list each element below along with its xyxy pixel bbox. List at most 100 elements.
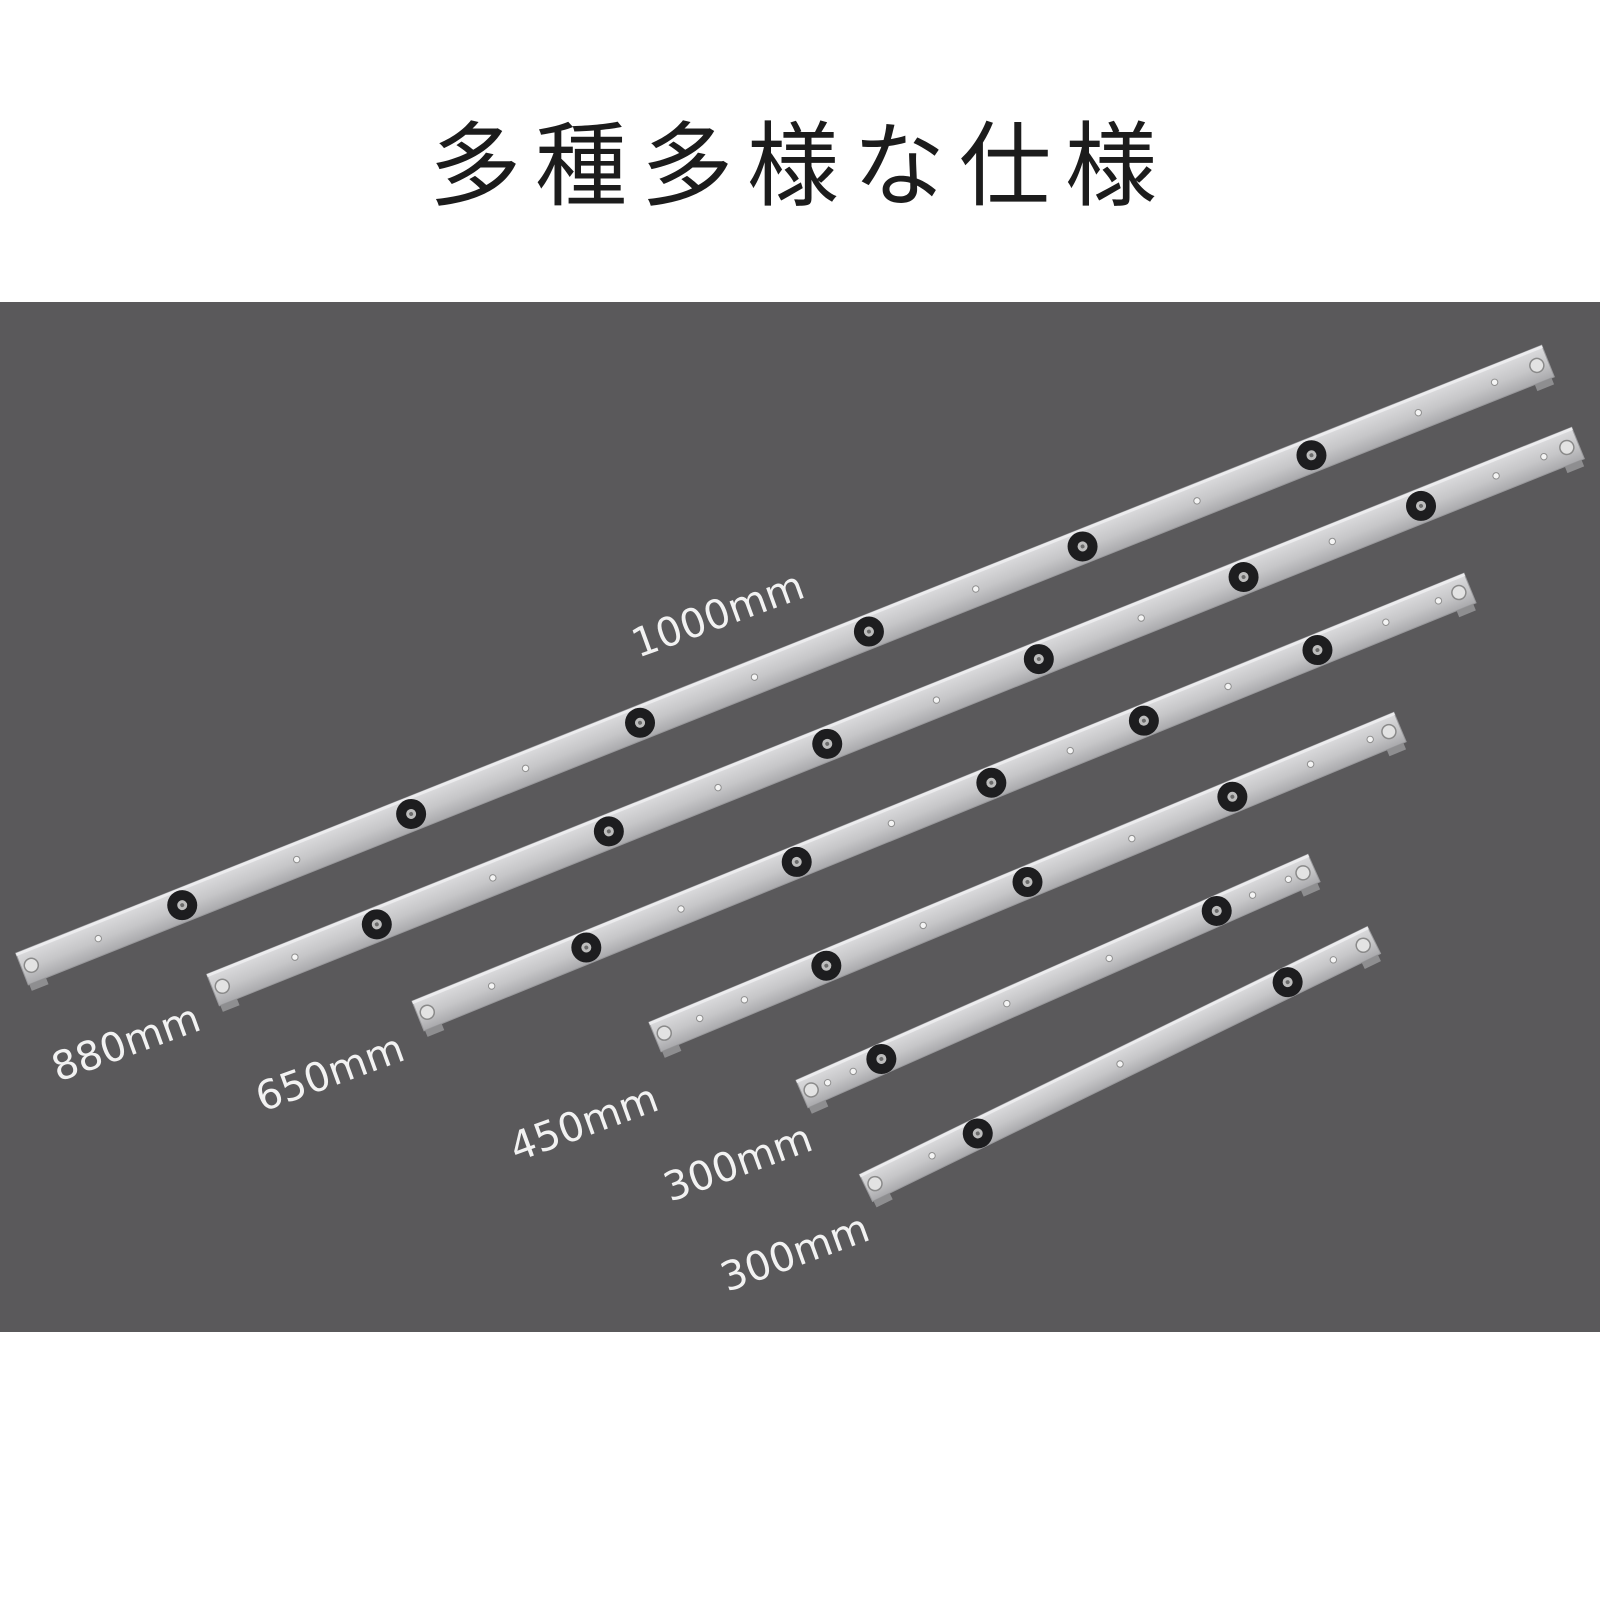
roller-knob	[962, 1118, 993, 1149]
end-foot	[29, 977, 49, 991]
bar-hole	[489, 874, 497, 882]
bar-hole	[1137, 614, 1145, 622]
bar-hole	[1329, 956, 1338, 964]
miter-bar	[411, 572, 1477, 1037]
miter-bar	[15, 344, 1555, 991]
roller-knob	[571, 932, 602, 963]
bar-hole	[928, 1152, 936, 1160]
roller-knob	[1012, 866, 1043, 897]
bar-hole	[1434, 597, 1443, 605]
roller-knob	[1067, 531, 1098, 562]
end-screw	[1529, 357, 1545, 374]
roller-knob	[812, 728, 843, 759]
roller-knob	[1272, 967, 1303, 998]
end-screw	[1355, 937, 1371, 954]
end-foot	[1300, 882, 1321, 897]
bar-hole	[1128, 834, 1136, 843]
end-screw	[867, 1175, 883, 1192]
bar-hole	[1066, 746, 1074, 755]
bar-length-label: 650mm	[250, 1025, 411, 1121]
bar-hole	[823, 1079, 832, 1087]
roller-knob	[1201, 895, 1232, 926]
bar-hole	[1116, 1060, 1124, 1068]
bar-hole	[292, 855, 301, 864]
bar-length-label: 880mm	[46, 995, 207, 1091]
bar-hole	[1328, 537, 1337, 546]
end-screw	[803, 1082, 819, 1098]
bar-hole	[1193, 497, 1201, 505]
bar-hole	[740, 996, 749, 1004]
bar-hole	[1540, 452, 1548, 461]
miter-bar	[795, 853, 1321, 1114]
bar-hole	[1490, 378, 1499, 386]
miter-bar	[648, 711, 1407, 1058]
end-screw	[1381, 723, 1397, 740]
roller-knob	[781, 846, 812, 877]
end-foot	[424, 1023, 445, 1037]
page-title: 多種多様な仕様	[428, 113, 1171, 220]
end-screw	[23, 957, 40, 974]
bar-hole	[291, 953, 299, 961]
roller-knob	[1228, 562, 1259, 593]
end-screw	[1451, 584, 1467, 601]
bar-hole	[1492, 472, 1500, 480]
bar-hole	[919, 921, 927, 930]
bar-hole	[1248, 891, 1257, 899]
roller-knob	[1128, 705, 1159, 736]
roller-knob	[1302, 635, 1333, 666]
end-foot	[220, 998, 240, 1012]
roller-knob	[976, 767, 1007, 798]
bar-body	[411, 572, 1477, 1032]
bar-length-label: 300mm	[658, 1115, 819, 1211]
roller-knob	[1023, 644, 1054, 675]
end-foot	[873, 1193, 893, 1208]
bar-hole	[1366, 735, 1374, 744]
end-foot	[1456, 603, 1476, 618]
roller-knob	[853, 616, 884, 647]
bar-hole	[695, 1014, 704, 1023]
bar-hole	[1105, 954, 1113, 963]
bar-length-label: 450mm	[504, 1075, 665, 1171]
bar-hole	[1382, 618, 1390, 626]
end-foot	[1534, 377, 1555, 392]
bar-hole	[887, 819, 896, 828]
roller-knob	[1217, 781, 1248, 812]
roller-knob	[593, 816, 624, 847]
bar-hole	[932, 696, 941, 704]
bar-body	[206, 426, 1585, 1007]
bar-highlight	[15, 345, 1543, 956]
end-screw	[419, 1004, 436, 1020]
bar-hole	[1414, 408, 1422, 417]
bar-body	[15, 344, 1555, 986]
bar-highlight	[206, 427, 1573, 978]
bar-hole	[1003, 999, 1011, 1008]
end-foot	[1386, 742, 1407, 757]
bar-hole	[972, 585, 980, 593]
bar-hole	[94, 934, 103, 943]
end-screw	[1295, 865, 1311, 881]
bar-hole	[750, 673, 759, 681]
roller-knob	[167, 890, 198, 921]
bar-highlight	[859, 926, 1369, 1178]
bar-highlight	[411, 573, 1466, 1004]
end-screw	[656, 1025, 672, 1041]
end-foot	[1564, 459, 1585, 474]
roller-knob	[396, 798, 427, 829]
bar-hole	[849, 1067, 857, 1076]
bar-hole	[677, 905, 685, 913]
roller-knob	[1296, 440, 1327, 471]
bar-length-label: 300mm	[715, 1205, 876, 1301]
miter-bar	[206, 426, 1585, 1012]
end-foot	[662, 1044, 682, 1058]
roller-knob	[811, 950, 842, 981]
bar-highlight	[795, 854, 1310, 1084]
roller-knob	[361, 909, 392, 940]
roller-knob	[866, 1043, 897, 1074]
roller-knob	[625, 707, 656, 738]
bar-hole	[487, 982, 496, 990]
end-screw	[1559, 439, 1575, 456]
bar-hole	[714, 783, 722, 792]
end-foot	[1361, 954, 1381, 969]
